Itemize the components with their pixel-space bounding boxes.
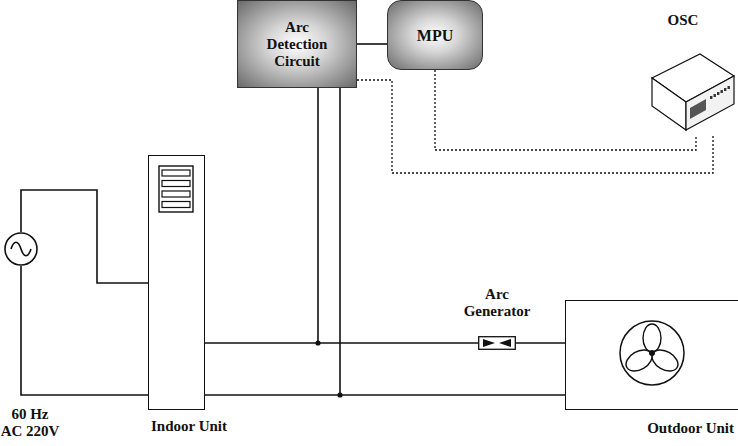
node-adc: Arc Detection Circuit <box>237 0 357 88</box>
fan-blade <box>643 324 661 352</box>
fan-blade <box>622 346 655 376</box>
source-circle <box>5 233 37 265</box>
device-knob <box>728 86 730 89</box>
node-outdoor: Outdoor Unit <box>565 300 738 410</box>
circuit-label: Arc Detection Circuit <box>262 19 332 70</box>
arc-gap <box>478 336 516 350</box>
signal-line <box>435 70 696 150</box>
fan-ring <box>620 321 684 385</box>
arc-gap-symbol <box>478 336 516 350</box>
oscilloscope-drawing <box>650 46 736 136</box>
node-gen: Arc Generator <box>459 282 535 352</box>
power-wire <box>357 43 387 45</box>
vent-grille <box>149 156 203 226</box>
power-wire <box>516 342 565 344</box>
ac-source-symbol <box>4 232 38 266</box>
device-knob <box>710 96 712 99</box>
device-label: OSC <box>650 12 716 29</box>
tap-wire <box>317 88 319 343</box>
generator-label: Arc Generator <box>459 286 535 320</box>
device-knob <box>724 88 726 91</box>
electrode <box>483 339 495 347</box>
device-knob <box>717 92 719 95</box>
fan-drawing <box>566 301 738 408</box>
source-label: 60 Hz AC 220V <box>0 406 60 440</box>
unit-label: Outdoor Unit <box>647 420 734 437</box>
device-knob <box>714 94 716 97</box>
device-left-face <box>652 78 686 130</box>
node-source: 60 Hz AC 220V <box>4 232 38 266</box>
grille-slot <box>162 170 190 176</box>
power-wire <box>21 190 148 395</box>
device-front-face <box>686 76 734 130</box>
node-indoor: Indoor Unit <box>148 155 205 410</box>
processor-label: MPU <box>417 27 453 44</box>
oscilloscope <box>650 46 736 136</box>
node-osc: OSC <box>650 6 736 142</box>
fan-blade <box>648 346 681 376</box>
device-screen <box>690 99 706 119</box>
electrode <box>499 339 511 347</box>
grille-slot <box>162 181 190 187</box>
grille-slot <box>162 191 190 197</box>
device-knob <box>721 90 723 93</box>
tap-wire <box>339 88 341 395</box>
grille-slot <box>162 202 190 208</box>
node-mpu: MPU <box>387 0 483 70</box>
unit-label: Indoor Unit <box>151 418 227 435</box>
gap-box <box>479 337 516 350</box>
sine-wave <box>11 242 31 256</box>
power-wire <box>205 342 478 344</box>
grille-frame <box>159 166 193 212</box>
power-wire <box>205 394 565 396</box>
fan-hub <box>649 350 655 356</box>
